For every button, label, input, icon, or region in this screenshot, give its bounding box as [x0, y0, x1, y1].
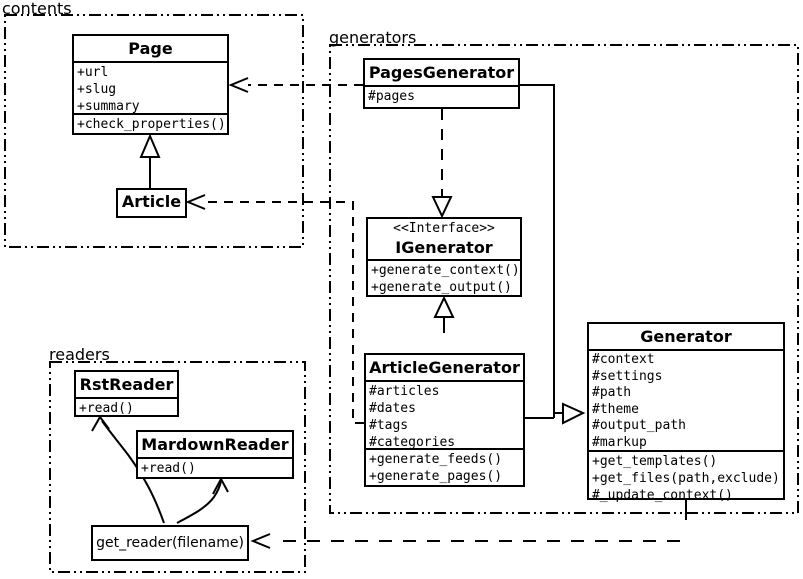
pagesgenerator-to-igenerator-realization-arrow	[431, 109, 453, 219]
attribute: #context	[592, 352, 655, 367]
class-generator-title: Generator	[640, 327, 732, 346]
package-contents-border	[4, 14, 304, 248]
class-articlegenerator-attributes: #articles #dates #tags #categories	[366, 380, 523, 448]
function-get-reader-label: get_reader(filename)	[96, 535, 244, 551]
class-generator-methods: +get_templates() +get_files(path,exclude…	[589, 450, 783, 505]
package-generators-label: generators	[329, 28, 417, 47]
class-generator: Generator #context #settings #path #them…	[587, 322, 785, 503]
method: +get_templates()	[592, 454, 718, 469]
package-readers-label: readers	[49, 345, 110, 364]
method: +check_properties()	[77, 117, 226, 132]
attribute: #theme	[592, 401, 639, 417]
class-pagesgenerator-title: PagesGenerator	[368, 63, 515, 82]
class-pagesgenerator-attributes: #pages	[365, 85, 518, 106]
article-to-page-inheritance-arrow	[139, 133, 161, 189]
method: +generate_pages()	[369, 469, 503, 484]
attribute: #settings	[592, 368, 663, 384]
class-articlegenerator-title: ArticleGenerator	[369, 358, 520, 377]
attribute: +slug	[77, 82, 117, 97]
method: +generate_feeds()	[369, 452, 503, 467]
class-articlegenerator-methods: +generate_feeds() +generate_pages()	[366, 448, 523, 486]
class-page-methods: +check_properties()	[74, 113, 227, 134]
getreader-to-rstreader-arrow	[91, 415, 165, 524]
class-igenerator-stereotype: <<Interface>>	[393, 221, 495, 236]
getreader-to-mardownreader-arrow	[176, 476, 229, 524]
attribute: #tags	[369, 418, 409, 433]
method: +generate_context()	[371, 263, 520, 278]
generator-to-getreader-dependency-arrow	[250, 500, 687, 549]
attribute: #dates	[369, 401, 416, 416]
generators-to-generator-inheritance-arrow	[520, 84, 586, 425]
method: +read()	[141, 461, 196, 476]
class-igenerator-methods: +generate_context() +generate_output()	[368, 259, 520, 297]
attribute: #markup	[592, 434, 647, 450]
class-igenerator: <<Interface>> IGenerator +generate_conte…	[366, 217, 522, 297]
attribute: #pages	[368, 89, 415, 104]
class-rstreader-title: RstReader	[79, 375, 174, 394]
class-rstreader: RstReader +read()	[74, 370, 179, 417]
class-article: Article	[116, 188, 187, 218]
method: #_update_context()	[592, 488, 733, 503]
class-articlegenerator: ArticleGenerator #articles #dates #tags …	[364, 353, 525, 487]
method: +read()	[79, 401, 134, 416]
attribute: #categories	[369, 435, 456, 448]
class-mardownreader-title: MardownReader	[141, 435, 289, 454]
articlegenerator-to-article-dependency-arrow	[185, 194, 364, 424]
attribute: #output_path	[592, 418, 686, 433]
pagesgenerator-to-page-dependency-arrow	[228, 77, 363, 93]
function-get-reader: get_reader(filename)	[91, 525, 249, 561]
package-contents-label: contents	[2, 0, 72, 18]
class-page: Page +url +slug +summary +check_properti…	[72, 34, 229, 135]
class-rstreader-methods: +read()	[76, 397, 177, 418]
class-generator-attributes: #context #settings #path #theme #output_…	[589, 349, 783, 450]
class-page-title: Page	[128, 39, 173, 58]
package-generators-border	[329, 44, 799, 514]
attribute: #articles	[369, 384, 440, 399]
class-article-title: Article	[121, 192, 182, 211]
method: +generate_output()	[371, 280, 512, 295]
articlegenerator-to-igenerator-realization-arrow	[433, 295, 455, 352]
attribute: #path	[592, 385, 632, 400]
class-pagesgenerator: PagesGenerator #pages	[363, 58, 520, 109]
attribute: +summary	[77, 99, 140, 113]
class-igenerator-title: IGenerator	[395, 238, 493, 257]
class-page-attributes: +url +slug +summary	[74, 61, 227, 113]
attribute: +url	[77, 65, 109, 80]
class-mardownreader-methods: +read()	[138, 457, 292, 478]
class-mardownreader: MardownReader +read()	[136, 430, 294, 479]
package-readers-border	[49, 361, 306, 573]
method: +get_files(path,exclude)	[592, 471, 780, 486]
